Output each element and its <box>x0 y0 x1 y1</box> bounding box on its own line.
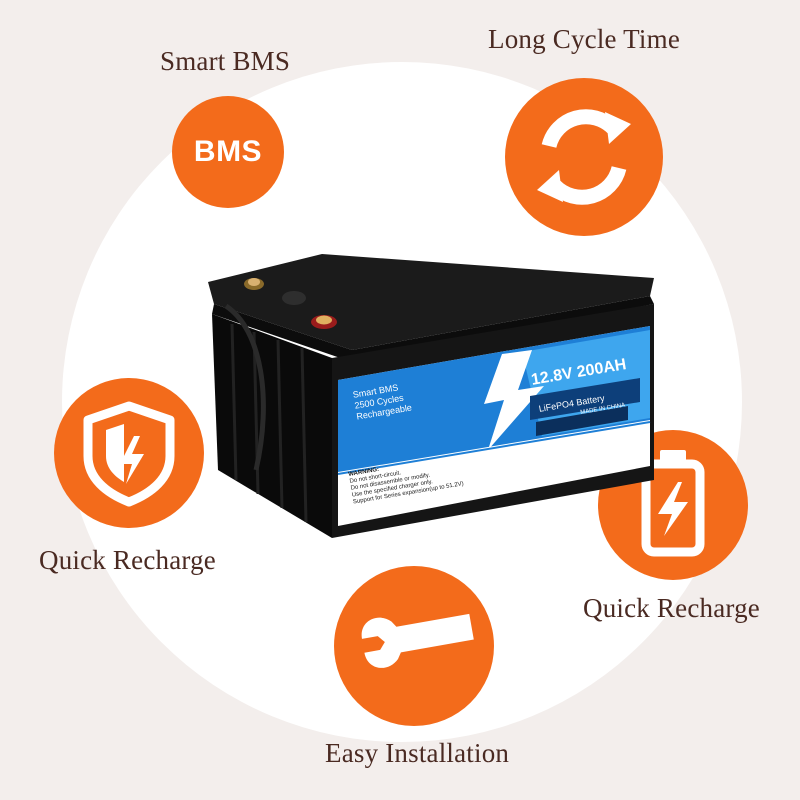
shield-bolt-icon <box>54 378 204 528</box>
bms-icon-text: BMS <box>193 135 263 168</box>
feature-label-quick-recharge-left: Quick Recharge <box>39 545 216 575</box>
battery-product-image: Smart BMS 2500 Cycles Rechargeable 12.8V… <box>202 240 662 540</box>
feature-label-quick-recharge-right: Quick Recharge <box>583 593 760 623</box>
wrench-icon <box>334 566 494 726</box>
bms-icon: BMS <box>172 96 284 208</box>
feature-label-smart-bms: Smart BMS <box>160 46 291 76</box>
cycle-arrows-icon <box>505 78 663 236</box>
feature-label-easy-installation: Easy Installation <box>325 738 510 768</box>
feature-label-long-cycle-time: Long Cycle Time <box>488 24 681 54</box>
